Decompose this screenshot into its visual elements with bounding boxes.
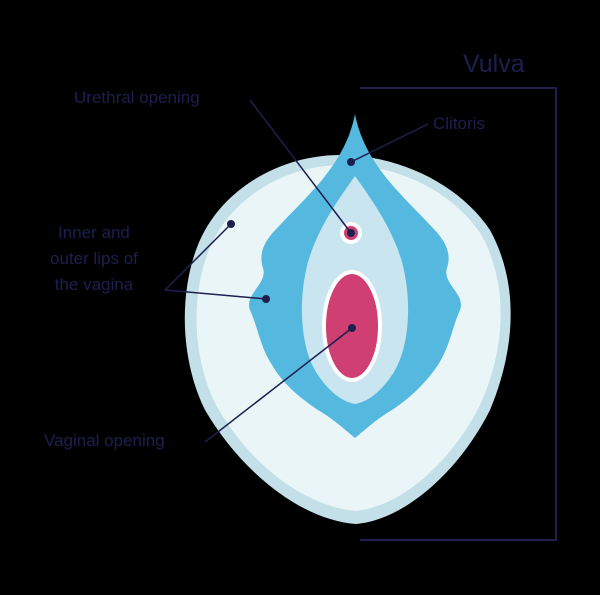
urethral-opening-label: Urethral opening — [74, 88, 200, 107]
dot-vaginal — [348, 324, 356, 332]
vaginal-opening-label: Vaginal opening — [44, 431, 165, 450]
lips-label-line-2: outer lips of — [50, 249, 138, 268]
dot-outer-lips — [227, 220, 235, 228]
lips-label-line-3: the vagina — [54, 275, 134, 294]
leader-inner-lips — [164, 289, 267, 300]
dot-clitoris — [347, 158, 355, 166]
leader-vaginal — [204, 327, 353, 443]
leader-urethral — [249, 99, 352, 234]
dot-inner-lips — [262, 295, 270, 303]
leader-clitoris — [350, 123, 429, 163]
lips-label: Inner and outer lips of the vagina — [50, 220, 138, 298]
vulva-bracket — [360, 87, 557, 541]
lips-label-line-1: Inner and — [58, 223, 130, 242]
vulva-title: Vulva — [463, 50, 525, 78]
leader-outer-lips — [164, 223, 232, 291]
dot-urethral — [347, 229, 355, 237]
clitoris-label: Clitoris — [433, 114, 485, 133]
